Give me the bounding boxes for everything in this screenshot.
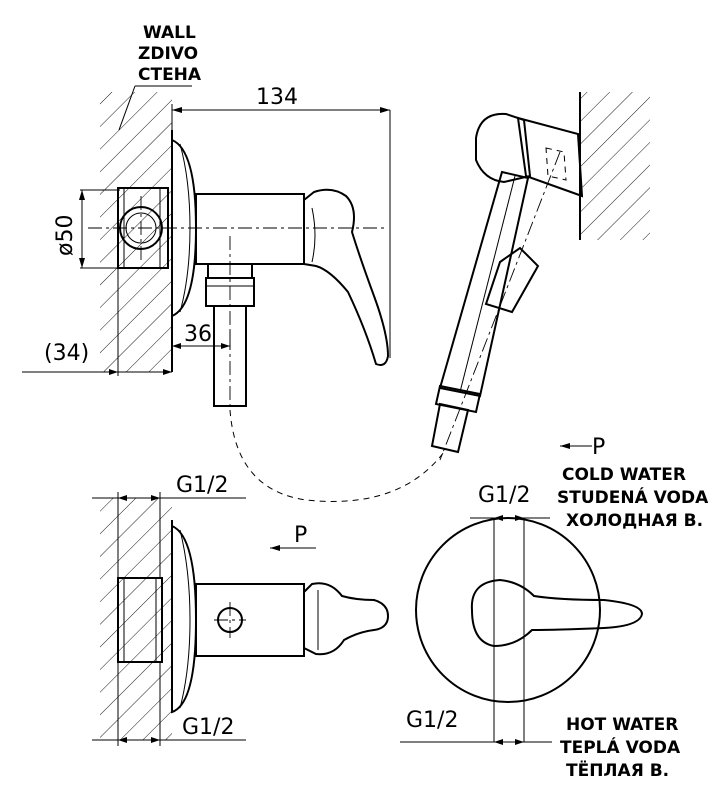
pressure-arrow-mid: P xyxy=(270,523,316,551)
cold-water-ru: ХОЛОДНАЯ В. xyxy=(566,511,703,531)
wall-label-ru: СТЕНА xyxy=(138,65,202,85)
g12-top-right: G1/2 xyxy=(478,483,530,508)
dim-36: 36 xyxy=(184,322,212,347)
pressure-arrow-top: P xyxy=(560,435,605,460)
hose-path xyxy=(229,409,445,502)
cold-water-cz: STUDENÁ VODA xyxy=(557,486,709,508)
hot-water-ru: ТЁПЛАЯ В. xyxy=(566,759,669,781)
thread-dim-top-left: G1/2 xyxy=(92,473,246,578)
wall-label-en: WALL xyxy=(143,23,196,43)
g12-bottom-right: G1/2 xyxy=(406,708,458,733)
thread-dim-top-right: G1/2 xyxy=(470,483,550,521)
thread-dim-bottom-right: G1/2 xyxy=(400,708,552,745)
g12-bottom-left: G1/2 xyxy=(182,715,234,740)
side-view-bottom xyxy=(100,498,390,740)
p-mid: P xyxy=(294,523,307,548)
cold-water-en: COLD WATER xyxy=(562,465,686,485)
cold-water-label: COLD WATER STUDENÁ VODA ХОЛОДНАЯ В. xyxy=(557,465,709,531)
dim-134: 134 xyxy=(256,85,298,110)
dim-d50: ø50 xyxy=(53,215,78,256)
dimension-d50: ø50 xyxy=(53,189,120,269)
wall-hatch-bottom xyxy=(100,498,172,740)
dim-34: (34) xyxy=(44,341,89,366)
thread-dim-bottom-left: G1/2 xyxy=(92,662,246,746)
g12-top-left: G1/2 xyxy=(176,473,228,498)
p-top: P xyxy=(592,435,605,460)
wall-label: WALL ZDIVO СТЕНА xyxy=(118,23,202,131)
hot-water-label: HOT WATER TEPLÁ VODA ТЁПЛАЯ В. xyxy=(560,715,681,781)
dimension-34: (34) xyxy=(22,268,172,376)
hand-shower xyxy=(430,92,650,461)
dimension-36: 36 xyxy=(171,316,231,372)
dimension-134: 134 xyxy=(171,85,391,358)
wall-label-cz: ZDIVO xyxy=(138,44,198,64)
wall-hatch-shower xyxy=(580,92,650,240)
hot-water-cz: TEPLÁ VODA xyxy=(560,736,681,758)
wall-hatch-top xyxy=(100,92,172,372)
hot-water-en: HOT WATER xyxy=(566,715,678,735)
side-view-top xyxy=(88,92,390,410)
